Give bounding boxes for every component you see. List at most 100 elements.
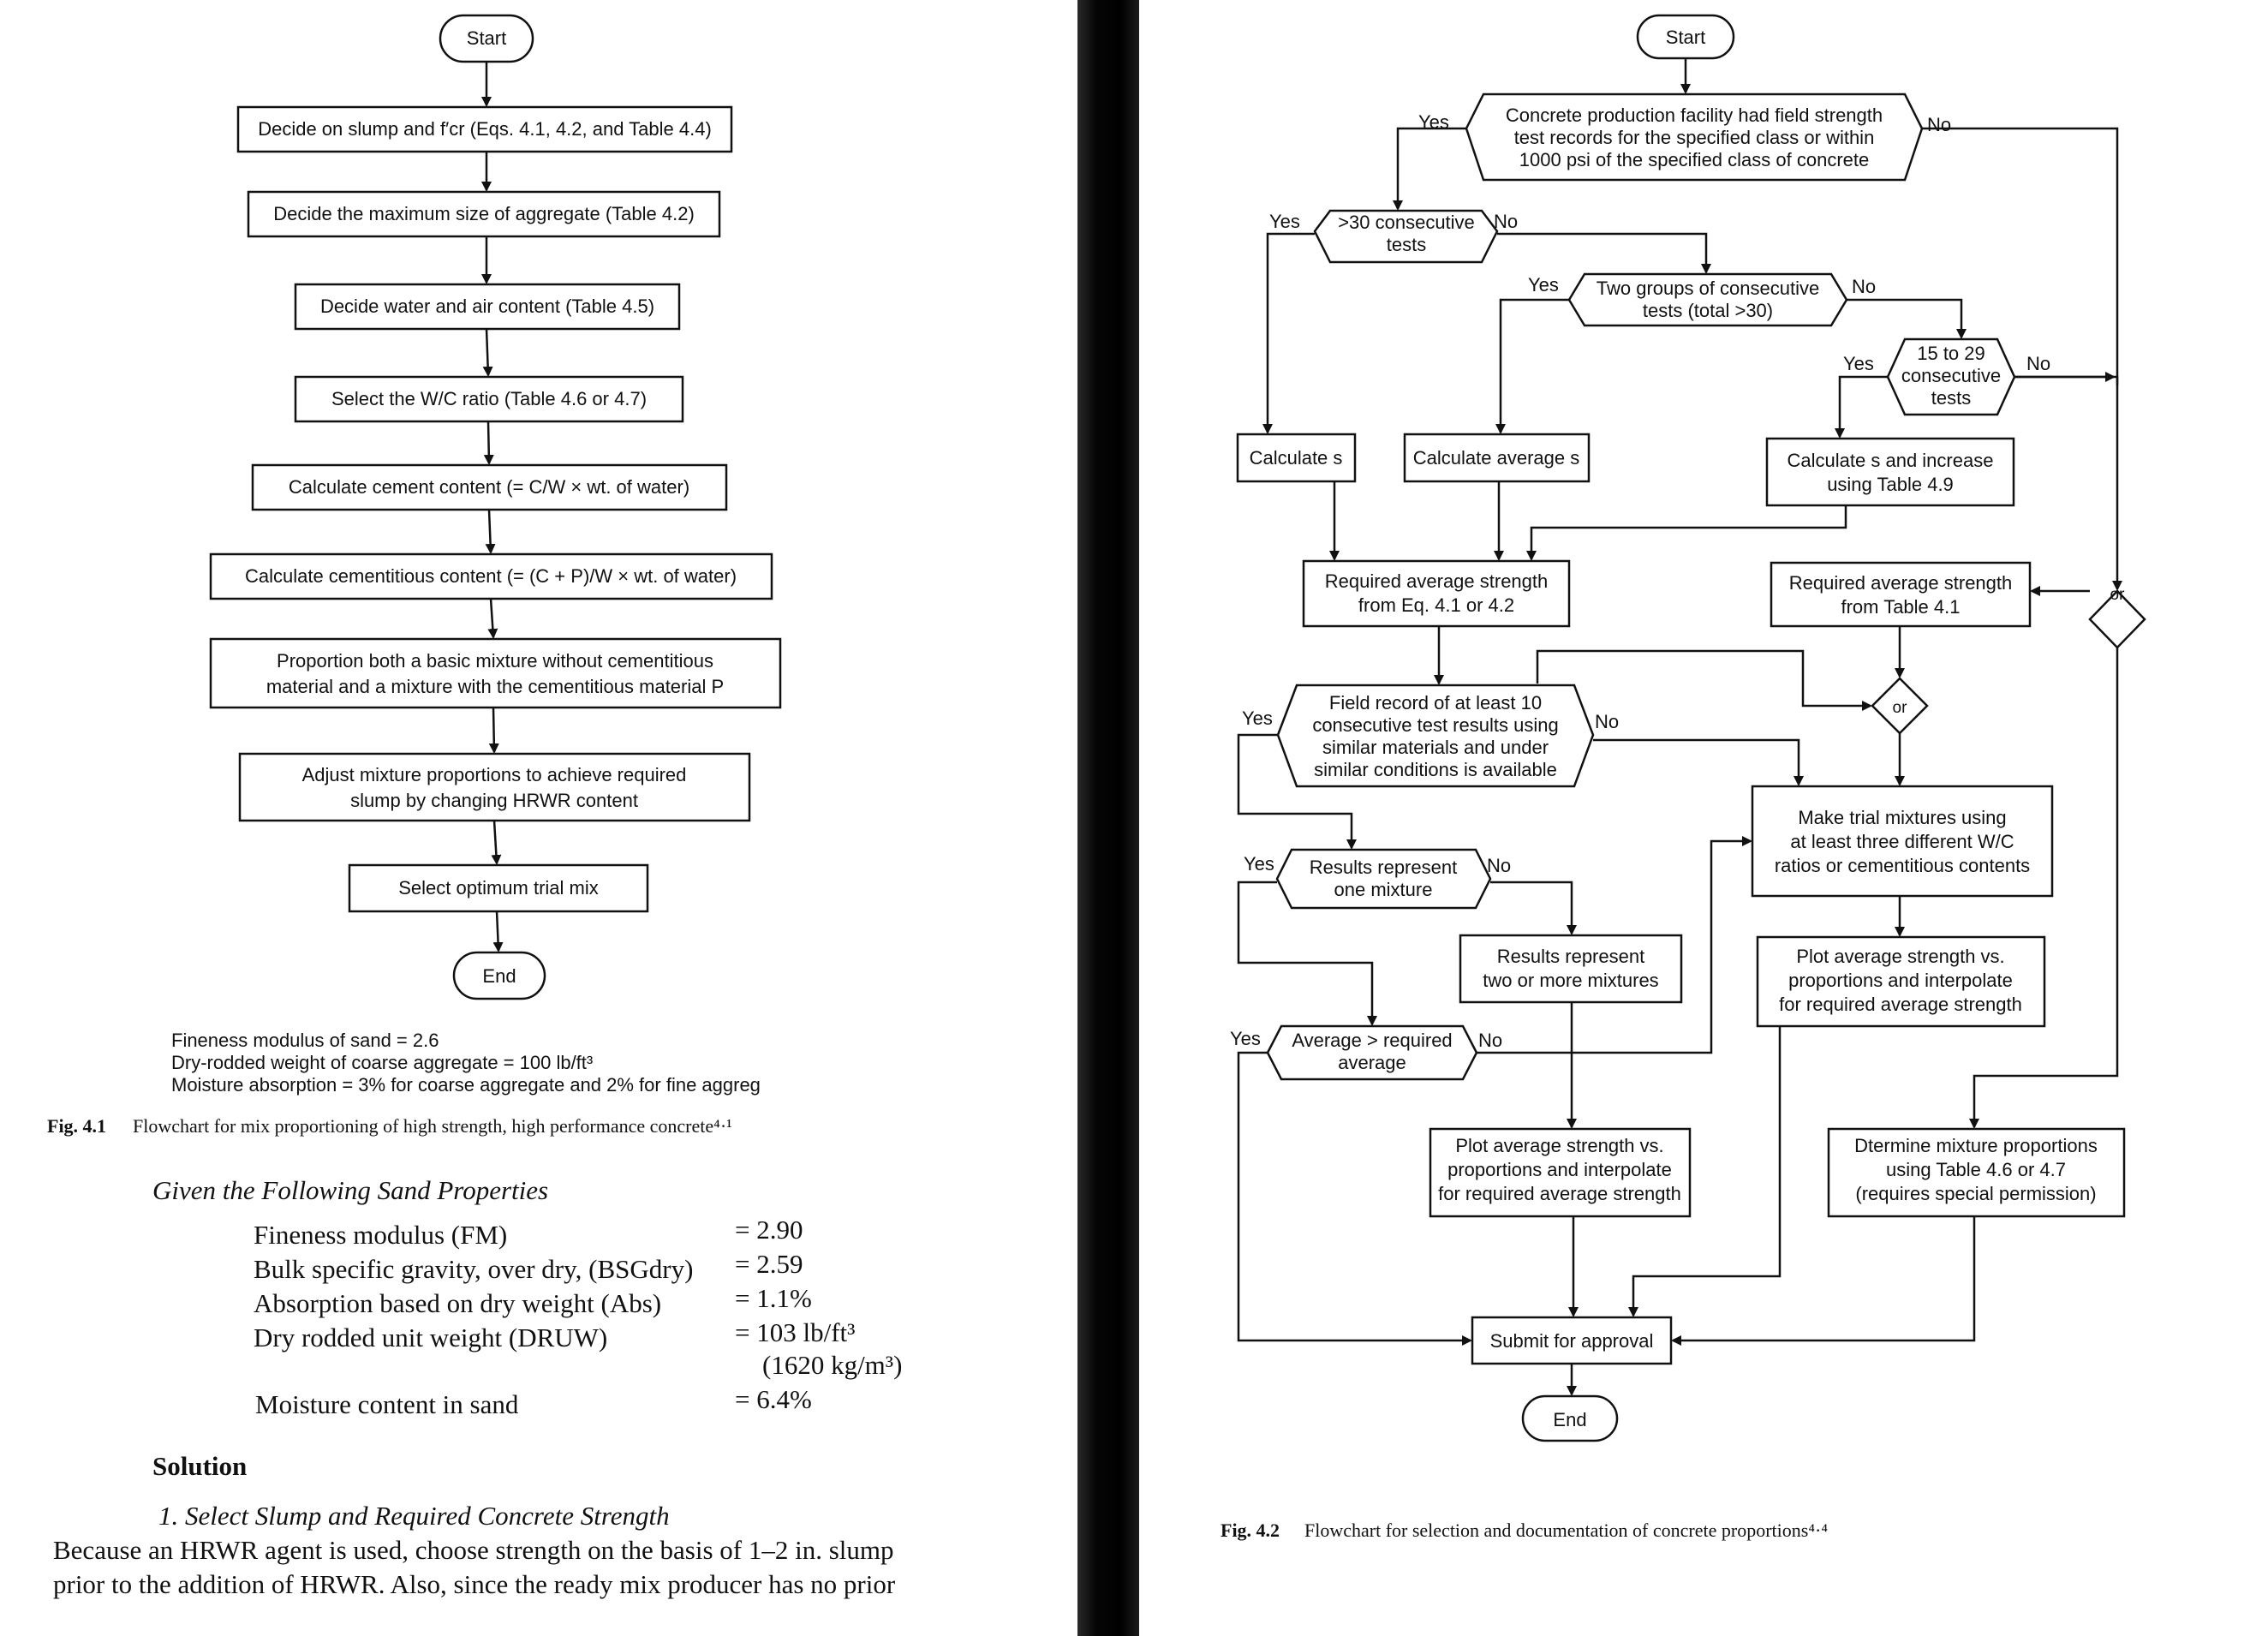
decision-15-29-l1: 15 to 29 xyxy=(1917,343,1985,364)
step-max-aggregate: Decide the maximum size of aggregate (Ta… xyxy=(273,203,695,224)
prop-label-druw: Dry rodded unit weight (DRUW) xyxy=(254,1323,607,1352)
decision-two-groups-l2: tests (total >30) xyxy=(1643,300,1773,321)
left-page-text: Fig. 4.1 Flowchart for mix proportioning… xyxy=(47,1115,902,1599)
fig-4-1-label: Fig. 4.1 xyxy=(47,1115,106,1137)
step-wc-ratio: Select the W/C ratio (Table 4.6 or 4.7) xyxy=(331,388,647,409)
no-label-d4: No xyxy=(2026,353,2050,374)
solution-heading: Solution xyxy=(152,1451,247,1481)
prop-value-moisture: = 6.4% xyxy=(735,1384,812,1414)
prop-value-abs: = 1.1% xyxy=(735,1283,812,1313)
box-plot-avg-lower-l1: Plot average strength vs. xyxy=(1455,1135,1663,1156)
box-calculate-s: Calculate s xyxy=(1250,447,1343,469)
decision-30-tests-l2: tests xyxy=(1387,234,1426,255)
box-trial-mixtures-l2: at least three different W/C xyxy=(1790,831,2014,852)
step-cement-content: Calculate cement content (= C/W × wt. of… xyxy=(289,476,689,498)
yes-label-d3: Yes xyxy=(1528,274,1559,296)
or-node-upper: or xyxy=(2110,586,2126,604)
box-two-mixtures-l1: Results represent xyxy=(1497,946,1644,967)
box-two-mixtures-l2: two or more mixtures xyxy=(1483,970,1658,991)
fig-4-2-caption: Flowchart for selection and documentatio… xyxy=(1304,1520,1828,1541)
decision-one-mixture-l1: Results represent xyxy=(1310,857,1457,878)
figure-4-2-flowchart: Start Concrete production facility had f… xyxy=(1221,14,2146,1541)
step-slump: Decide on slump and f′cr (Eqs. 4.1, 4.2,… xyxy=(258,118,712,140)
step-water-air: Decide water and air content (Table 4.5) xyxy=(320,296,654,317)
box-plot-avg-lower-l2: proportions and interpolate xyxy=(1447,1159,1672,1180)
decision-field-records-l3: 1000 psi of the specified class of concr… xyxy=(1519,149,1869,170)
decision-field-record-10-l4: similar conditions is available xyxy=(1314,759,1557,780)
box-trial-mixtures-l3: ratios or cementitious contents xyxy=(1775,855,2030,876)
left-start-node: Start xyxy=(467,27,506,49)
box-plot-avg-upper-l2: proportions and interpolate xyxy=(1788,970,2013,991)
prop-label-abs: Absorption based on dry weight (Abs) xyxy=(254,1288,661,1318)
prop-value-druw: = 103 lb/ft³ xyxy=(735,1317,855,1347)
no-label-d1: No xyxy=(1927,114,1951,135)
box-calculate-s-increase-l1: Calculate s and increase xyxy=(1788,450,1994,471)
figure-4-1-flowchart: Start Decide on slump and f′cr (Eqs. 4.1… xyxy=(171,14,782,1096)
note-fineness: Fineness modulus of sand = 2.6 xyxy=(171,1030,439,1051)
decision-field-record-10-l2: consecutive test results using xyxy=(1312,714,1558,736)
box-plot-avg-upper-l3: for required average strength xyxy=(1779,994,2022,1015)
decision-two-groups-l1: Two groups of consecutive xyxy=(1597,278,1819,299)
no-label-d2: No xyxy=(1494,211,1518,232)
decision-field-records-l2: test records for the specified class or … xyxy=(1514,127,1875,148)
box-req-avg-eq-l2: from Eq. 4.1 or 4.2 xyxy=(1358,594,1514,616)
yes-label-d1: Yes xyxy=(1418,111,1449,133)
box-determine-proportions-l3: (requires special permission) xyxy=(1855,1183,2096,1204)
prop-value-fm: = 2.90 xyxy=(735,1215,803,1245)
box-req-avg-table-l1: Required average strength xyxy=(1789,572,2013,594)
decision-one-mixture-l2: one mixture xyxy=(1334,879,1433,900)
book-spine-shadow xyxy=(1077,0,1139,1636)
box-calculate-average-s: Calculate average s xyxy=(1413,447,1579,469)
fig-4-2-label: Fig. 4.2 xyxy=(1221,1520,1280,1541)
decision-field-records-l1: Concrete production facility had field s… xyxy=(1506,104,1883,126)
solution-paragraph-line-2: prior to the addition of HRWR. Also, sin… xyxy=(53,1569,896,1599)
right-start-node: Start xyxy=(1666,27,1705,48)
decision-30-tests-l1: >30 consecutive xyxy=(1338,212,1475,233)
decision-field-record-10-l1: Field record of at least 10 xyxy=(1329,692,1542,714)
box-plot-avg-lower-l3: for required average strength xyxy=(1438,1183,1681,1204)
prop-label-moisture: Moisture content in sand xyxy=(255,1389,519,1419)
yes-label-d4: Yes xyxy=(1843,353,1874,374)
prop-value-druw-metric: (1620 kg/m³) xyxy=(762,1350,902,1380)
decision-average-required-l1: Average > required xyxy=(1292,1030,1452,1051)
step-optimum-mix: Select optimum trial mix xyxy=(398,877,599,899)
step-proportion-line-2: material and a mixture with the cementit… xyxy=(266,676,724,697)
or-node-lower: or xyxy=(1893,699,1908,717)
left-end-node: End xyxy=(482,965,516,987)
box-determine-proportions-l2: using Table 4.6 or 4.7 xyxy=(1886,1159,2066,1180)
decision-15-29-l2: consecutive xyxy=(1901,365,2001,386)
box-plot-avg-upper-l1: Plot average strength vs. xyxy=(1796,946,2004,967)
no-label-d5: No xyxy=(1595,711,1619,732)
box-req-avg-table-l2: from Table 4.1 xyxy=(1841,596,1960,618)
decision-field-record-10-l3: similar materials and under xyxy=(1322,737,1549,758)
prop-label-bsg: Bulk specific gravity, over dry, (BSGdry… xyxy=(254,1254,693,1284)
yes-label-d6: Yes xyxy=(1244,853,1274,875)
prop-label-fm: Fineness modulus (FM) xyxy=(254,1220,507,1250)
step-cementitious-content: Calculate cementitious content (= (C + P… xyxy=(245,565,737,587)
fig-4-1-caption: Flowchart for mix proportioning of high … xyxy=(133,1115,732,1137)
no-label-d3: No xyxy=(1852,276,1876,297)
solution-paragraph-line-1: Because an HRWR agent is used, choose st… xyxy=(53,1535,894,1565)
step-proportion-line-1: Proportion both a basic mixture without … xyxy=(277,650,713,672)
right-end-node: End xyxy=(1553,1409,1586,1430)
step-adjust-line-1: Adjust mixture proportions to achieve re… xyxy=(302,764,687,785)
decision-15-29-l3: tests xyxy=(1931,387,1971,409)
note-moisture: Moisture absorption = 3% for coarse aggr… xyxy=(171,1074,761,1096)
box-req-avg-eq-l1: Required average strength xyxy=(1325,570,1549,592)
yes-label-d7: Yes xyxy=(1230,1028,1261,1049)
yes-label-d2: Yes xyxy=(1269,211,1300,232)
box-submit-approval: Submit for approval xyxy=(1490,1330,1654,1352)
prop-value-bsg: = 2.59 xyxy=(735,1249,803,1279)
box-determine-proportions-l1: Dtermine mixture proportions xyxy=(1854,1135,2098,1156)
step-adjust-line-2: slump by changing HRWR content xyxy=(350,790,638,811)
no-label-d7: No xyxy=(1478,1030,1502,1051)
box-trial-mixtures-l1: Make trial mixtures using xyxy=(1798,807,2006,828)
no-label-d6: No xyxy=(1487,855,1511,876)
note-dry-rodded: Dry-rodded weight of coarse aggregate = … xyxy=(171,1052,593,1073)
solution-subheading: 1. Select Slump and Required Concrete St… xyxy=(158,1501,670,1531)
yes-label-d5: Yes xyxy=(1242,708,1273,729)
box-calculate-s-increase-l2: using Table 4.9 xyxy=(1827,474,1954,495)
sand-properties-heading: Given the Following Sand Properties xyxy=(152,1175,548,1205)
decision-average-required-l2: average xyxy=(1338,1052,1406,1073)
